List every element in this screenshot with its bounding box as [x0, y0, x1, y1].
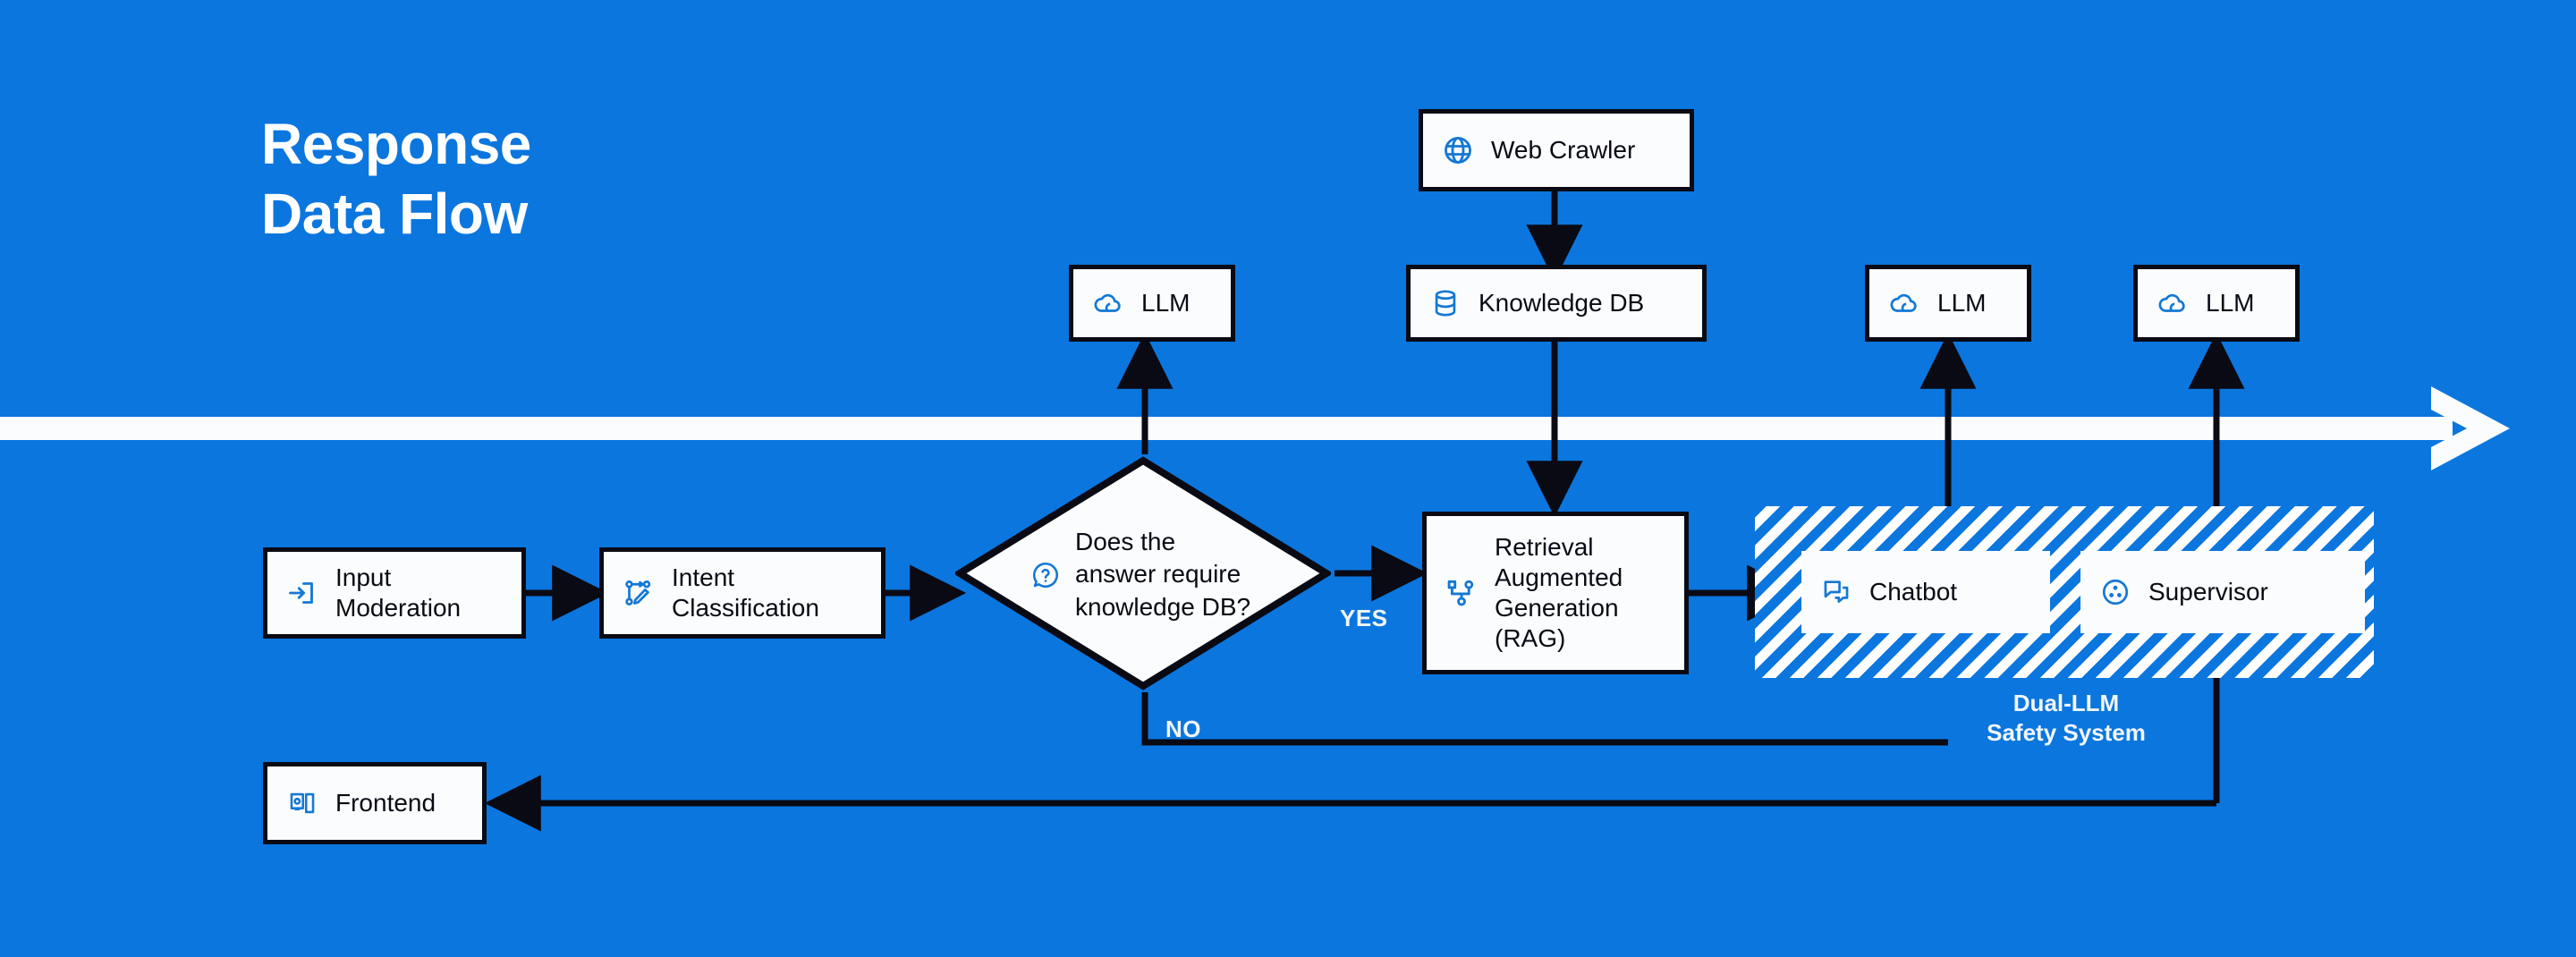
node-rag[interactable]: Retrieval Augmented Generation (RAG)	[1422, 512, 1689, 674]
node-input-moderation[interactable]: Input Moderation	[263, 547, 526, 639]
login-arrow-icon	[284, 574, 321, 612]
node-label: Retrieval Augmented Generation (RAG)	[1495, 532, 1623, 653]
page-title: Response Data Flow	[261, 112, 531, 247]
node-label: LLM	[1141, 288, 1191, 317]
node-knowledge-db[interactable]: Knowledge DB	[1406, 265, 1707, 342]
edge-label-no: NO	[1165, 716, 1201, 742]
node-web-crawler[interactable]: Web Crawler	[1419, 109, 1694, 191]
branch-edit-icon	[620, 574, 657, 612]
database-icon	[1427, 284, 1464, 322]
node-label: Does the answer require knowledge DB?	[1075, 528, 1251, 621]
cloud-icon	[1885, 284, 1923, 322]
node-label: Intent Classification	[672, 563, 819, 622]
globe-icon	[1439, 131, 1477, 169]
node-label: Frontend	[335, 788, 436, 817]
node-chatbot[interactable]: Chatbot	[1801, 551, 2050, 633]
node-label: Web Crawler	[1491, 135, 1636, 164]
node-graph-icon	[1443, 574, 1480, 612]
node-decision-knowledge-db[interactable]	[955, 456, 1331, 690]
three-dot-circle-icon	[2097, 573, 2134, 611]
node-llm-left[interactable]: LLM	[1069, 265, 1235, 342]
node-llm-supervisor[interactable]: LLM	[2133, 265, 2300, 342]
node-label: Knowledge DB	[1479, 288, 1645, 317]
dual-llm-safety-caption: Dual-LLM Safety System	[1987, 690, 2146, 747]
edge-label-yes: YES	[1340, 605, 1388, 631]
node-supervisor[interactable]: Supervisor	[2080, 551, 2365, 633]
decision-label-group: Does the answer require knowledge DB?	[1029, 526, 1297, 623]
cloud-icon	[2154, 284, 2191, 322]
node-llm-chatbot[interactable]: LLM	[1865, 265, 2031, 342]
node-label: LLM	[2206, 288, 2255, 317]
node-label: Input Moderation	[335, 563, 462, 622]
node-intent-classification[interactable]: Intent Classification	[599, 547, 886, 639]
node-label: Chatbot	[1869, 577, 1958, 606]
question-bubble-icon	[1029, 558, 1063, 592]
cloud-icon	[1089, 284, 1127, 322]
node-label: LLM	[1937, 288, 1987, 317]
response-direction-arrow-shaft	[0, 417, 2453, 440]
response-direction-arrow-head	[2431, 386, 2510, 470]
devices-icon	[284, 784, 321, 822]
node-frontend[interactable]: Frontend	[263, 762, 487, 844]
node-label: Supervisor	[2148, 577, 2268, 606]
chat-bubble-icon	[1818, 573, 1855, 611]
